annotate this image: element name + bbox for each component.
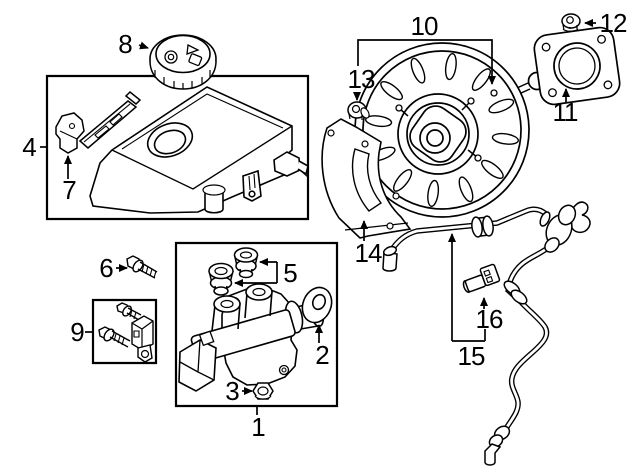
callout-7[interactable]: 7 — [62, 175, 77, 205]
callout-12[interactable]: 12 — [599, 8, 628, 38]
vacuum-hose-drawing[interactable] — [383, 202, 590, 465]
callout-11[interactable]: 11 — [552, 97, 579, 127]
callout-arrows — [40, 19, 596, 415]
callout-13[interactable]: 13 — [347, 64, 376, 94]
sensor-kit-drawing[interactable] — [99, 303, 153, 362]
seal-drawing[interactable] — [297, 283, 336, 327]
callout-1[interactable]: 1 — [251, 412, 266, 442]
gasket-nut-drawing[interactable] — [562, 14, 580, 32]
callout-8[interactable]: 8 — [118, 29, 133, 59]
mounting-nut-drawing[interactable] — [253, 383, 273, 399]
callout-5[interactable]: 5 — [283, 258, 298, 288]
reservoir-cap-drawing[interactable] — [150, 35, 216, 89]
callout-9[interactable]: 9 — [70, 317, 85, 347]
reservoir-grommets-drawing[interactable] — [209, 248, 258, 295]
callout-16[interactable]: 16 — [475, 304, 504, 334]
callout-2[interactable]: 2 — [315, 340, 330, 370]
fluid-reservoir-drawing[interactable] — [90, 87, 308, 213]
callout-15[interactable]: 15 — [457, 341, 486, 371]
callout-14[interactable]: 14 — [354, 238, 383, 268]
brake-booster-drawing[interactable] — [355, 43, 546, 217]
callout-6[interactable]: 6 — [99, 253, 114, 283]
master-cylinder-drawing[interactable] — [179, 284, 325, 391]
hose-clip-drawing[interactable] — [460, 264, 500, 293]
callout-4[interactable]: 4 — [22, 132, 37, 162]
heat-shield-drawing[interactable] — [322, 119, 410, 238]
gasket-drawing[interactable] — [533, 26, 622, 106]
booster-nut-drawing[interactable] — [348, 102, 371, 120]
level-sensor-drawing[interactable] — [56, 92, 140, 153]
bolt-drawing[interactable] — [127, 256, 157, 278]
callout-10[interactable]: 10 — [410, 11, 439, 41]
callout-3[interactable]: 3 — [225, 376, 240, 406]
